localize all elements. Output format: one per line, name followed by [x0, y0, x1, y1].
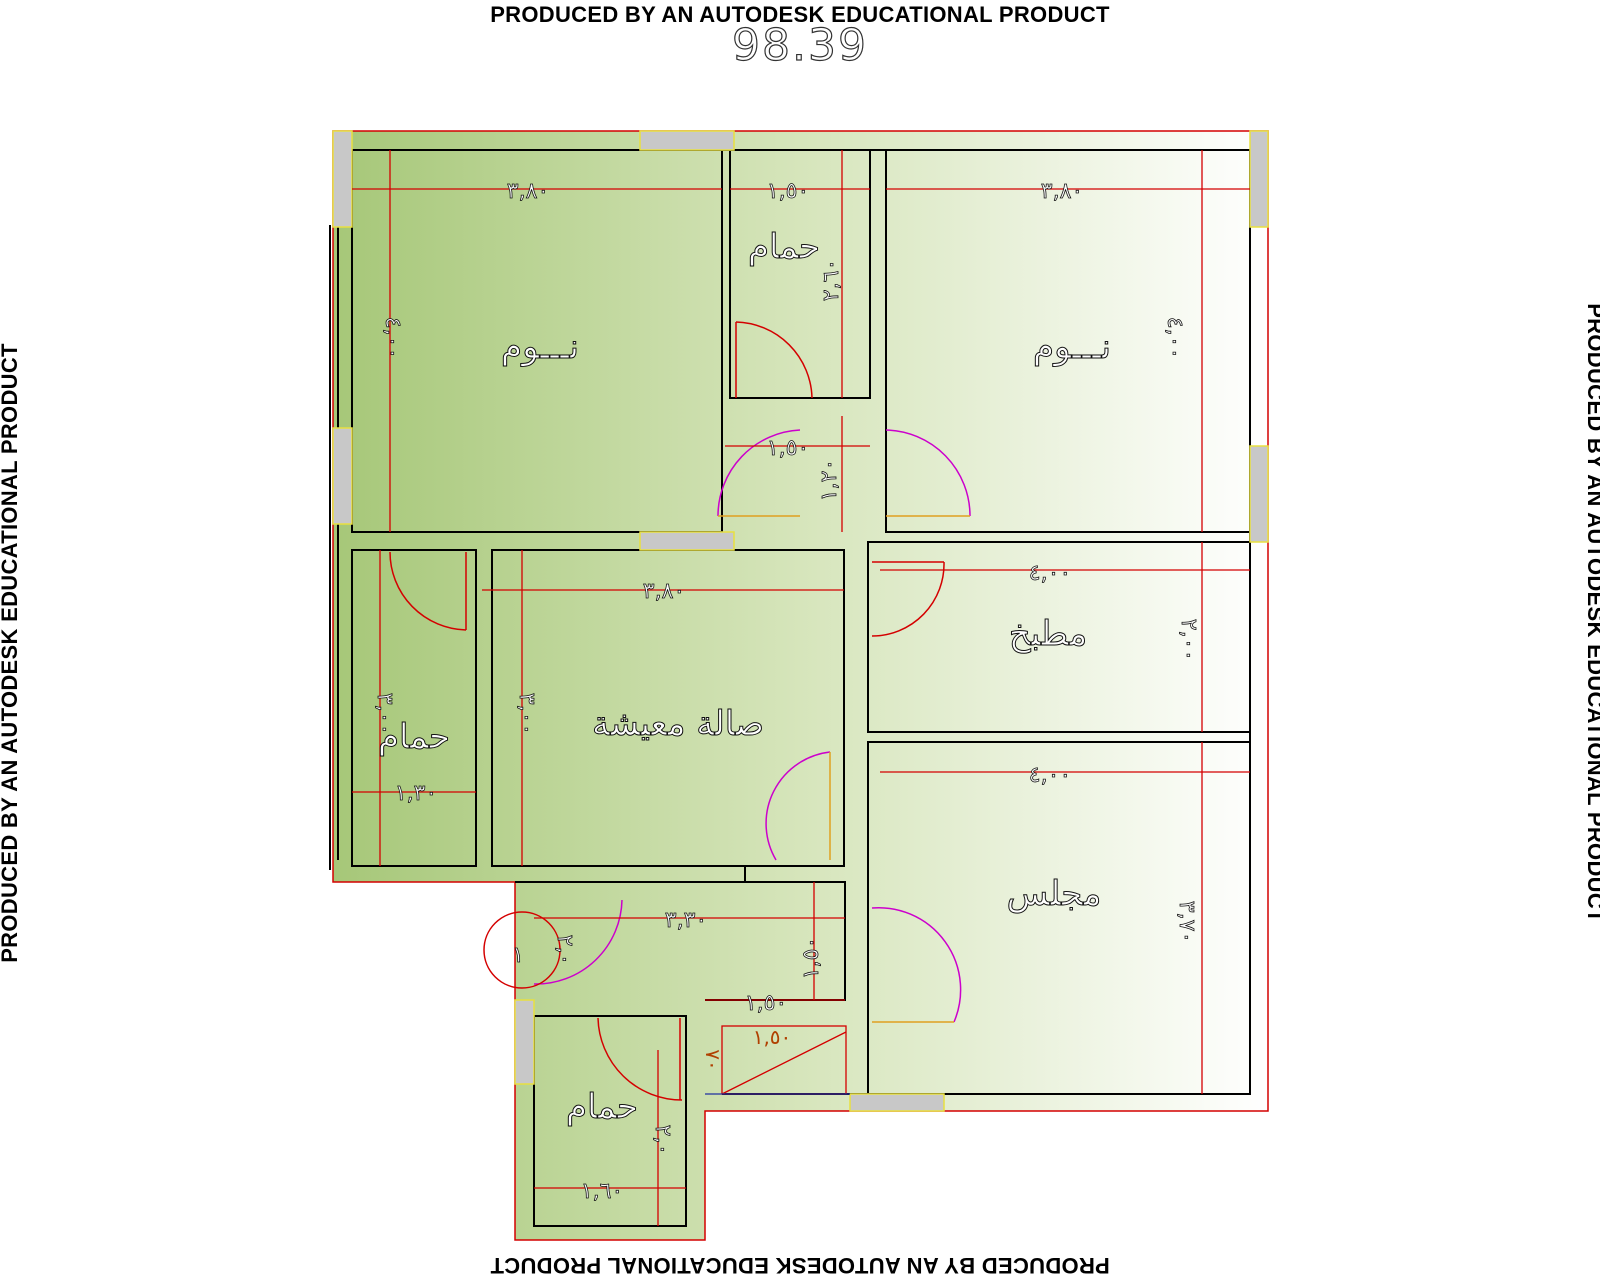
- dim-entry-h: ١,٥٠: [799, 937, 824, 979]
- dim-bathroom-bottom-h: ٢,٠: [650, 1125, 675, 1156]
- wall-bathroom-left: [351, 549, 477, 867]
- window-4: [1249, 130, 1269, 228]
- label-bathroom-bottom: حمام: [566, 1087, 638, 1127]
- dim-circle: ٢,٠: [552, 935, 577, 966]
- wall-bathroom-top: [729, 149, 871, 399]
- window-5: [1249, 445, 1269, 543]
- doors: [389, 321, 971, 1101]
- dim-bathroom-left-h: ٣,٠٠: [372, 693, 397, 735]
- dim-corridor-w: ١,٥٠: [767, 436, 809, 461]
- dim-living-h: ٣,٠٠: [514, 693, 539, 735]
- label-bathroom-top: حمام: [748, 227, 820, 267]
- door-arc-bathroom-top: [735, 321, 813, 399]
- dim-bathroom-top-h: ٢,٦٠: [819, 259, 844, 301]
- dim-bathroom-left-w: ١,٣٠: [395, 781, 437, 806]
- watermark-top: PRODUCED BY AN AUTODESK EDUCATIONAL PROD…: [490, 2, 1110, 27]
- dim-bathroom-top-w: ١,٥٠: [767, 179, 809, 204]
- windows: [332, 130, 1269, 1112]
- dim-stair-w2: ١,٥٠: [753, 1025, 792, 1049]
- door-arc-bathroom-left: [389, 551, 467, 631]
- door-arc-kitchen: [871, 561, 945, 637]
- dim-stair-w: ١,٥٠: [745, 991, 787, 1016]
- window-3: [332, 427, 353, 525]
- dim-bedroom-left-h: ٤,٠٠: [380, 317, 405, 359]
- window-6: [639, 531, 735, 551]
- area-label: 98.39: [731, 19, 868, 71]
- door-arc-corridor-left: [717, 429, 801, 517]
- door-arc-corridor-right: [885, 429, 971, 517]
- dim-bedroom-left-w: ٣,٨٠: [507, 179, 549, 204]
- window-2: [332, 130, 353, 228]
- label-majlis: مجلس: [1007, 874, 1102, 914]
- dimension-lines: [352, 150, 1250, 1226]
- window-8: [849, 1093, 945, 1112]
- section-marker-label: ١: [512, 943, 524, 968]
- wall-bedroom-right: [885, 149, 1251, 533]
- dim-bedroom-right-h: ٤,٠٠: [1162, 317, 1187, 359]
- window-1: [639, 130, 735, 151]
- label-kitchen: مطبخ: [1009, 614, 1087, 654]
- label-bathroom-left: حمام: [378, 717, 450, 757]
- window-7: [514, 999, 535, 1085]
- dim-living-w: ٣,٨٠: [643, 579, 685, 604]
- floor-fill: [332, 130, 1269, 1241]
- dim-bedroom-right-w: ٣,٨٠: [1041, 179, 1083, 204]
- wall-kitchen: [867, 541, 1251, 733]
- dim-majlis-h: ٣,٧٠: [1174, 901, 1199, 943]
- dim-corridor-h: ١,٢٠: [817, 459, 842, 501]
- section-marker: [483, 911, 561, 989]
- walls: [329, 149, 1251, 1227]
- stair: [705, 1025, 850, 1095]
- label-living: صالة معيشة: [592, 704, 764, 744]
- dim-stair-h: ٧٠: [701, 1049, 725, 1070]
- wall-entry-inner: [744, 866, 869, 1094]
- door-arc-bathroom-bottom: [597, 1017, 683, 1101]
- dim-bathroom-bottom-w: ١,٦٠: [581, 1179, 623, 1204]
- door-arc-entry: [533, 899, 623, 985]
- label-bedroom-right: نـــوم: [1033, 327, 1111, 367]
- label-bedroom-left: نـــوم: [501, 327, 579, 367]
- door-arc-living: [765, 751, 831, 861]
- wall-bedroom-left: [351, 149, 723, 533]
- dim-majlis-w: ٤,٠٠: [1029, 763, 1071, 788]
- wall-bathroom-bottom: [533, 1015, 687, 1227]
- dim-entry-w: ٣,٣٠: [665, 908, 707, 933]
- door-arc-majlis: [871, 906, 962, 1023]
- dim-kitchen-w: ٤,٠٠: [1029, 561, 1071, 586]
- dim-kitchen-h: ٢,٠٠: [1176, 619, 1201, 661]
